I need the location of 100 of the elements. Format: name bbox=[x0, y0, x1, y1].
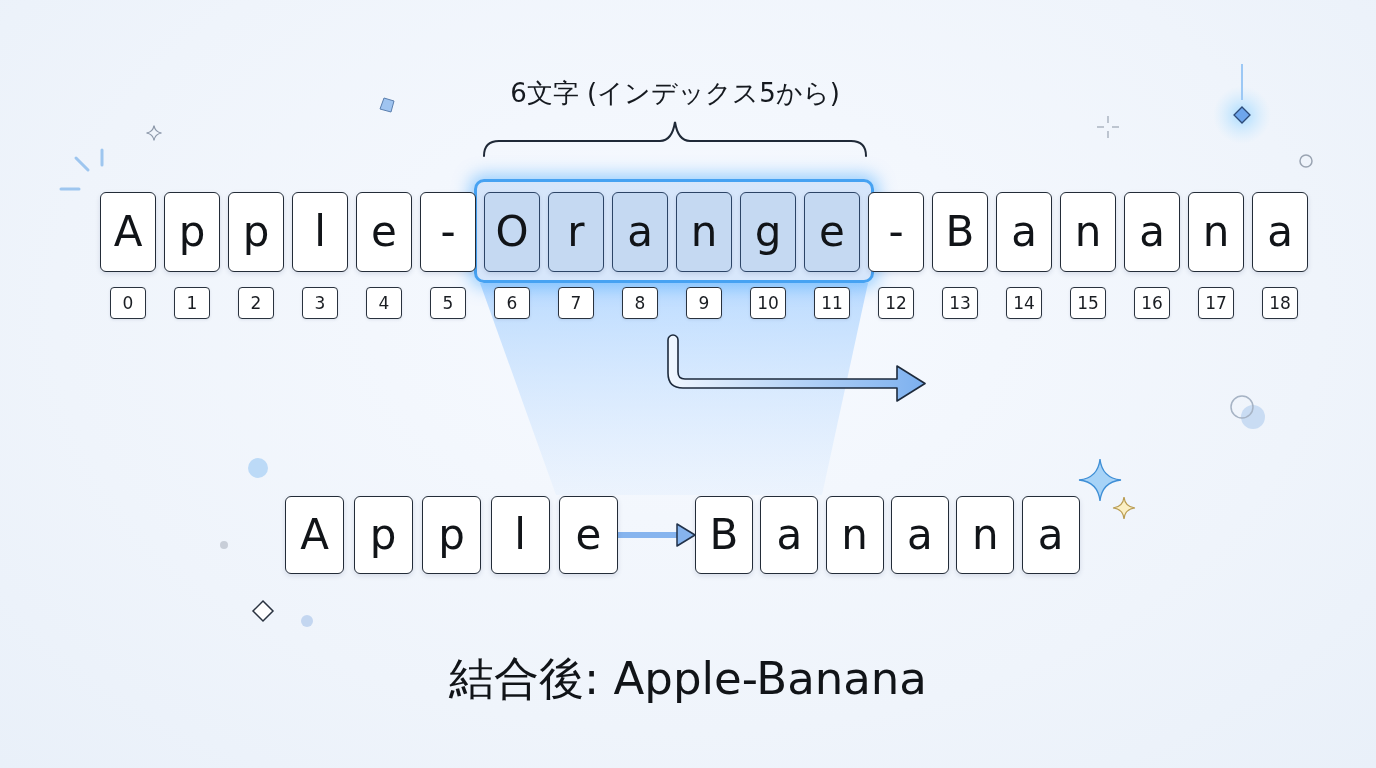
letter-tile bbox=[353, 496, 413, 574]
letter-tile bbox=[868, 192, 924, 272]
index-number: 16 bbox=[1141, 294, 1163, 312]
letter: n bbox=[841, 514, 868, 556]
letter: a bbox=[627, 211, 653, 253]
index-number: 10 bbox=[757, 294, 779, 312]
letter: a bbox=[1037, 514, 1064, 556]
arrow bbox=[618, 523, 696, 547]
index-number: 7 bbox=[570, 294, 582, 312]
letter: a bbox=[776, 514, 803, 556]
index-box bbox=[1134, 287, 1170, 319]
index-number: 17 bbox=[1205, 294, 1227, 312]
letter-tile bbox=[996, 192, 1052, 272]
letter-tile bbox=[695, 496, 753, 574]
letter-tile bbox=[1252, 192, 1308, 272]
letter: p bbox=[178, 211, 206, 253]
index-box bbox=[1070, 287, 1106, 319]
letter: n bbox=[1074, 211, 1102, 253]
letter-tile bbox=[1188, 192, 1244, 272]
letter: g bbox=[754, 211, 782, 253]
letter-tile bbox=[484, 192, 540, 272]
letter-tile bbox=[676, 192, 732, 272]
letter-tile bbox=[825, 496, 884, 574]
letter: - bbox=[888, 211, 904, 253]
index-number: 18 bbox=[1269, 294, 1291, 312]
index-box bbox=[1198, 287, 1234, 319]
letter-tile bbox=[612, 192, 668, 272]
index-number: 5 bbox=[442, 294, 454, 312]
index-box bbox=[366, 287, 402, 319]
letter-tile bbox=[292, 192, 348, 272]
letter: A bbox=[113, 211, 143, 253]
letter: e bbox=[575, 514, 602, 556]
bracket-label: 6文字 (インデックス5から) bbox=[510, 78, 840, 110]
index-number: 2 bbox=[250, 294, 262, 312]
letter-tile bbox=[548, 192, 604, 272]
index-box bbox=[1006, 287, 1042, 319]
letter: n bbox=[690, 211, 718, 253]
index-box bbox=[942, 287, 978, 319]
index-number: 9 bbox=[698, 294, 710, 312]
index-box bbox=[494, 287, 530, 319]
letter-tile bbox=[760, 496, 819, 574]
index-number: 11 bbox=[821, 294, 843, 312]
index-number: 0 bbox=[122, 294, 134, 312]
letter: p bbox=[438, 514, 465, 556]
letter-tile bbox=[490, 496, 550, 574]
index-box bbox=[238, 287, 274, 319]
letter-tile bbox=[1060, 192, 1116, 272]
index-number: 6 bbox=[506, 294, 518, 312]
index-box bbox=[750, 287, 786, 319]
highlight-frame bbox=[474, 179, 874, 283]
index-number: 8 bbox=[634, 294, 646, 312]
letter: B bbox=[709, 514, 739, 556]
letter: e bbox=[371, 211, 397, 253]
index-box bbox=[110, 287, 146, 319]
letter: a bbox=[907, 514, 933, 556]
letter: a bbox=[1267, 211, 1293, 253]
index-number: 1 bbox=[186, 294, 198, 312]
letter-tile bbox=[100, 192, 156, 272]
index-box bbox=[878, 287, 914, 319]
letter-tile bbox=[890, 496, 949, 574]
letter-tile bbox=[285, 496, 344, 574]
letter: a bbox=[1139, 211, 1165, 253]
letter-tile bbox=[228, 192, 284, 272]
letter: B bbox=[945, 211, 975, 253]
index-box bbox=[686, 287, 722, 319]
index-box bbox=[302, 287, 338, 319]
letter-tile bbox=[956, 496, 1015, 574]
letter-tile bbox=[422, 496, 481, 574]
index-number: 12 bbox=[885, 294, 907, 312]
letter-tile bbox=[356, 192, 412, 272]
letter-tile bbox=[559, 496, 618, 574]
index-box bbox=[430, 287, 466, 319]
letter: n bbox=[1202, 211, 1230, 253]
index-number: 15 bbox=[1077, 294, 1099, 312]
letter: r bbox=[567, 211, 585, 253]
letter: p bbox=[242, 211, 270, 253]
index-box bbox=[814, 287, 850, 319]
letter: n bbox=[971, 514, 999, 556]
index-box bbox=[622, 287, 658, 319]
index-box bbox=[558, 287, 594, 319]
letter: O bbox=[495, 211, 529, 253]
letter-tile bbox=[164, 192, 220, 272]
letter: e bbox=[819, 211, 845, 253]
caption: 結合後: Apple-Banana bbox=[449, 652, 927, 706]
index-box bbox=[1262, 287, 1298, 319]
letter-tile bbox=[420, 192, 476, 272]
letter-tile bbox=[740, 192, 796, 272]
letter: l bbox=[514, 514, 526, 556]
letter-tile bbox=[932, 192, 988, 272]
letter-tile bbox=[1124, 192, 1180, 272]
letter: A bbox=[300, 514, 329, 556]
index-box bbox=[174, 287, 210, 319]
letter-tile bbox=[804, 192, 860, 272]
index-number: 3 bbox=[314, 294, 326, 312]
index-number: 13 bbox=[949, 294, 971, 312]
letter-tile bbox=[1021, 496, 1080, 574]
letter: - bbox=[440, 211, 456, 253]
letter: p bbox=[369, 514, 397, 556]
letter: l bbox=[314, 211, 326, 253]
index-number: 4 bbox=[378, 294, 390, 312]
